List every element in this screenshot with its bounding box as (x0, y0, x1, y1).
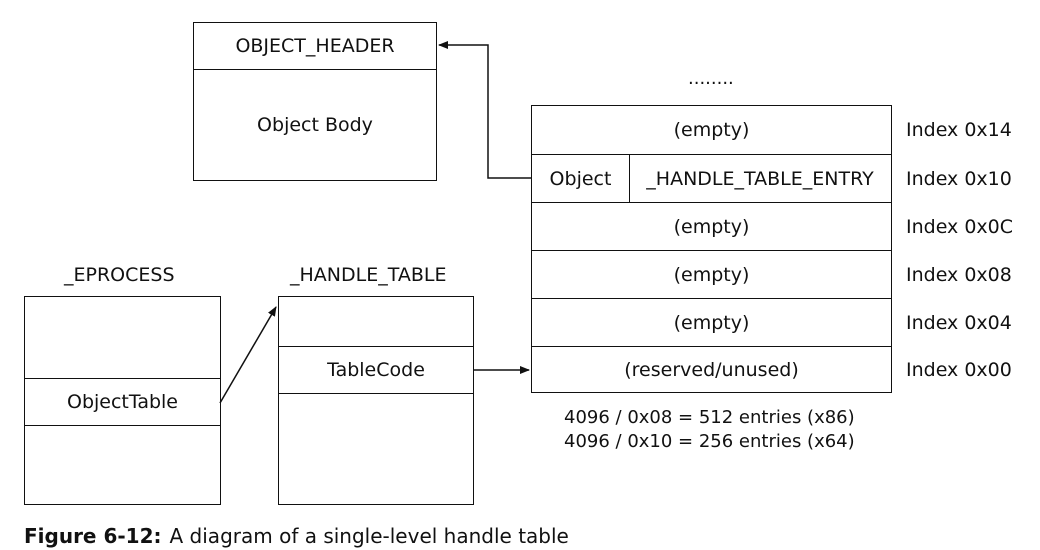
row-divider (532, 202, 891, 203)
row-divider (532, 346, 891, 347)
handle-entries-table: (empty) Object _HANDLE_TABLE_ENTRY (empt… (531, 105, 892, 393)
handle-table-divider-top (279, 346, 473, 347)
object-header-divider (194, 69, 436, 70)
entries-note-x64: 4096 / 0x10 = 256 entries (x64) (564, 431, 855, 452)
row-divider (532, 250, 891, 251)
eprocess-title: _EPROCESS (64, 264, 175, 286)
entry-row-0x08: (empty) (673, 263, 750, 286)
object-header-box: OBJECT_HEADER Object Body (193, 22, 437, 181)
row-divider (532, 154, 891, 155)
objecttable-to-handle-table-arrow (219, 306, 277, 404)
ellipsis: ........ (688, 68, 734, 89)
eprocess-divider-top (25, 378, 220, 379)
figure-caption-text: A diagram of a single-level handle table (169, 524, 569, 548)
index-label-0x10: Index 0x10 (906, 168, 1012, 190)
eprocess-object-table-field: ObjectTable (66, 391, 178, 413)
figure-caption: Figure 6-12: A diagram of a single-level … (24, 524, 569, 548)
entry-row-0x04: (empty) (673, 311, 750, 334)
index-label-0x00: Index 0x00 (906, 359, 1012, 381)
eprocess-box: ObjectTable (24, 296, 221, 505)
index-label-0x14: Index 0x14 (906, 119, 1012, 141)
object-cell-divider (629, 155, 630, 202)
entry-to-object-header-arrow (438, 41, 531, 179)
index-label-0x0c: Index 0x0C (906, 216, 1014, 238)
handle-table-entry-cell: _HANDLE_TABLE_ENTRY (646, 167, 874, 190)
object-body-label: Object Body (257, 114, 373, 136)
handle-table-divider-bottom (279, 393, 473, 394)
handle-table-title: _HANDLE_TABLE (290, 264, 447, 286)
entry-row-0x14: (empty) (673, 119, 750, 141)
entry-object-cell: Object (549, 167, 612, 190)
handle-table-tablecode-field: TableCode (327, 359, 425, 381)
entries-note-x86: 4096 / 0x08 = 512 entries (x86) (564, 407, 855, 428)
entry-row-0x00: (reserved/unused) (624, 358, 799, 381)
row-divider (532, 298, 891, 299)
index-label-0x08: Index 0x08 (906, 264, 1012, 286)
figure-number: Figure 6-12: (24, 524, 162, 548)
handle-table-box: TableCode (278, 296, 474, 505)
index-label-0x04: Index 0x04 (906, 312, 1012, 334)
eprocess-divider-bottom (25, 425, 220, 426)
entry-row-0x0c: (empty) (673, 215, 750, 238)
object-header-title: OBJECT_HEADER (235, 35, 395, 57)
